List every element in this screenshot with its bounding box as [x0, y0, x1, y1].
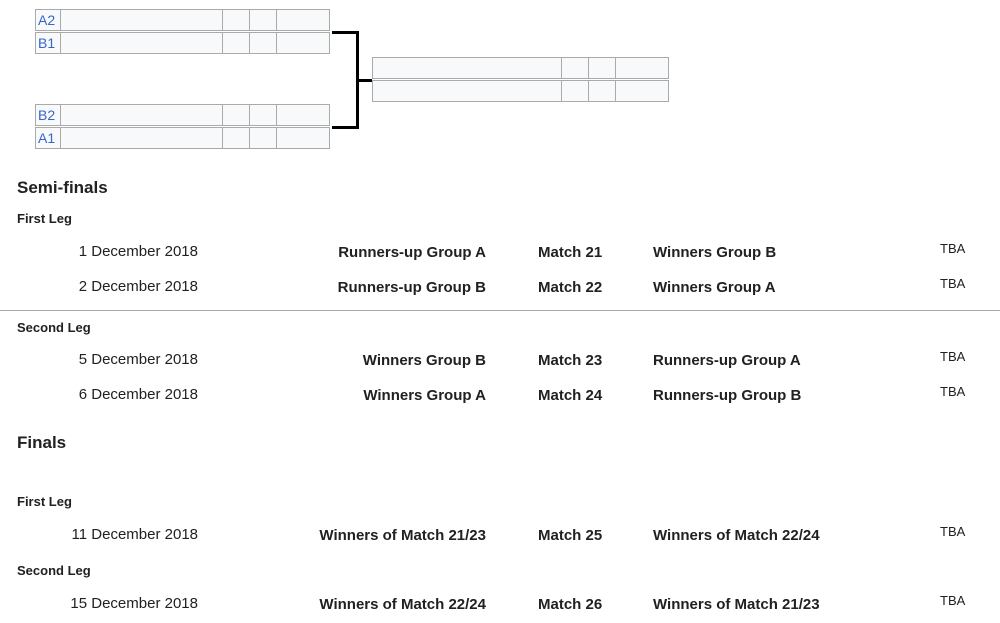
match-row: 6 December 2018 Winners Group A Match 24… — [0, 384, 1000, 410]
away-team: Winners Group A — [653, 279, 776, 296]
finals-second-leg-heading: Second Leg — [17, 563, 91, 578]
match-row: 5 December 2018 Winners Group B Match 23… — [0, 349, 1000, 375]
home-team: Runners-up Group A — [338, 244, 486, 261]
match-row: 11 December 2018 Winners of Match 21/23 … — [0, 524, 1000, 550]
match-number: Match 25 — [538, 527, 603, 544]
team-cell — [61, 104, 223, 126]
match-number: Match 21 — [538, 244, 603, 261]
score-cell — [250, 104, 277, 126]
section-divider — [0, 310, 1000, 311]
home-team: Runners-up Group B — [337, 279, 486, 296]
match-date: 6 December 2018 — [78, 386, 198, 403]
venue: TBA — [940, 593, 966, 608]
home-team: Winners of Match 22/24 — [319, 596, 486, 613]
home-team: Winners of Match 21/23 — [319, 527, 486, 544]
bracket-final-slot-1 — [372, 57, 669, 79]
match-number: Match 22 — [538, 279, 603, 296]
score-cell — [589, 57, 616, 79]
match-row: 1 December 2018 Runners-up Group A Match… — [0, 241, 1000, 267]
bracket-slot-b2: B2 — [35, 104, 330, 126]
match-number: Match 26 — [538, 596, 603, 613]
bracket-final-slot-2 — [372, 80, 669, 102]
away-team: Winners of Match 21/23 — [653, 596, 820, 613]
match-date: 2 December 2018 — [78, 278, 198, 295]
team-cell — [372, 80, 562, 102]
venue: TBA — [940, 524, 966, 539]
match-row: 15 December 2018 Winners of Match 22/24 … — [0, 593, 1000, 619]
finals-heading: Finals — [17, 433, 67, 452]
match-date: 15 December 2018 — [70, 595, 198, 612]
team-cell — [61, 127, 223, 149]
match-number: Match 24 — [538, 387, 603, 404]
venue: TBA — [940, 241, 966, 256]
connector-line — [332, 126, 358, 129]
match-date: 1 December 2018 — [78, 243, 198, 260]
aggregate-cell — [616, 80, 669, 102]
seed-label[interactable]: B1 — [35, 32, 61, 54]
team-cell — [61, 32, 223, 54]
connector-line — [332, 31, 358, 34]
away-team: Winners of Match 22/24 — [653, 527, 820, 544]
score-cell — [250, 32, 277, 54]
connector-line — [356, 31, 359, 129]
venue: TBA — [940, 349, 966, 364]
score-cell — [250, 127, 277, 149]
bracket-slot-b1: B1 — [35, 32, 330, 54]
score-cell — [223, 104, 250, 126]
away-team: Runners-up Group A — [653, 352, 801, 369]
finals-first-leg-heading: First Leg — [17, 494, 72, 509]
home-team: Winners Group B — [362, 352, 486, 369]
seed-label[interactable]: A2 — [35, 9, 61, 31]
venue: TBA — [940, 384, 966, 399]
aggregate-cell — [277, 32, 330, 54]
semi-finals-heading: Semi-finals — [17, 178, 108, 197]
match-number: Match 23 — [538, 352, 603, 369]
score-cell — [562, 57, 589, 79]
aggregate-cell — [277, 127, 330, 149]
score-cell — [562, 80, 589, 102]
semi-first-leg-heading: First Leg — [17, 211, 72, 226]
venue: TBA — [940, 276, 966, 291]
seed-label[interactable]: B2 — [35, 104, 61, 126]
match-row: 2 December 2018 Runners-up Group B Match… — [0, 276, 1000, 302]
score-cell — [589, 80, 616, 102]
away-team: Winners Group B — [653, 244, 777, 261]
match-date: 11 December 2018 — [71, 526, 198, 543]
team-cell — [61, 9, 223, 31]
aggregate-cell — [277, 9, 330, 31]
team-cell — [372, 57, 562, 79]
score-cell — [223, 127, 250, 149]
semi-second-leg-heading: Second Leg — [17, 320, 91, 335]
aggregate-cell — [616, 57, 669, 79]
seed-label[interactable]: A1 — [35, 127, 61, 149]
score-cell — [223, 32, 250, 54]
away-team: Runners-up Group B — [653, 387, 802, 404]
score-cell — [250, 9, 277, 31]
bracket-slot-a2: A2 — [35, 9, 330, 31]
home-team: Winners Group A — [363, 387, 486, 404]
bracket-slot-a1: A1 — [35, 127, 330, 149]
connector-line — [358, 79, 372, 82]
match-date: 5 December 2018 — [78, 351, 198, 368]
aggregate-cell — [277, 104, 330, 126]
score-cell — [223, 9, 250, 31]
